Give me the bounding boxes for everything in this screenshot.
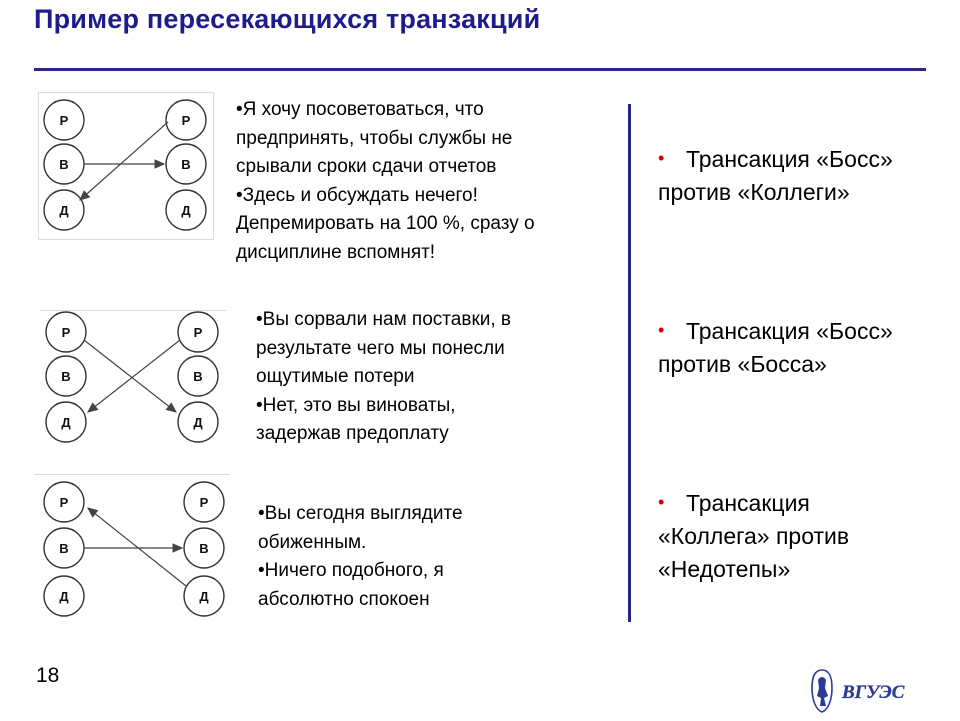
transaction-diagram-1: Р В Д Р В Д <box>38 92 214 240</box>
emblem-icon <box>811 669 833 713</box>
right-state-circle <box>177 401 219 443</box>
right-state-circle <box>183 527 225 569</box>
left-state-circle <box>45 355 87 397</box>
page-number: 18 <box>36 664 60 687</box>
left-state-circle <box>43 189 85 231</box>
right-state-circle <box>183 575 225 617</box>
transaction-diagram-3: Р В Д Р В Д <box>34 474 230 628</box>
dialog-line: обиженным. <box>258 531 367 553</box>
university-logo: ВГУЭС <box>808 666 926 716</box>
transaction-line: «Коллега» против <box>658 523 850 549</box>
dialog-line: •Ничего подобного, я <box>258 560 444 581</box>
state-label: Д <box>59 203 69 218</box>
transaction-line: Трансакция <box>686 490 810 516</box>
transaction-label-2: • Трансакция «Босс» против «Босса» <box>658 314 948 381</box>
logo-text: ВГУЭС <box>841 682 905 703</box>
dialog-1: •Я хочу посоветоваться, что предпринять,… <box>236 96 535 267</box>
transaction-line: против «Босса» <box>658 351 827 377</box>
left-state-circle <box>43 481 85 523</box>
dialog-line: ощутимые потери <box>256 366 415 387</box>
transaction-arrow <box>83 339 177 413</box>
dialog-line: результате чего мы понесли <box>256 337 505 359</box>
right-state-circle <box>165 143 207 185</box>
state-label: В <box>181 157 190 172</box>
bullet-icon: • <box>658 148 665 168</box>
title-underline <box>34 68 926 71</box>
right-state-circle <box>177 311 219 353</box>
state-label: В <box>199 541 208 556</box>
left-state-circle <box>43 575 85 617</box>
bullet-icon: • <box>658 492 665 512</box>
transaction-arrow <box>87 339 181 413</box>
transaction-arrow <box>87 507 187 587</box>
transaction-line: Трансакция «Босс» <box>686 146 893 172</box>
state-label: Д <box>61 415 71 430</box>
state-label: В <box>61 369 70 384</box>
state-label: В <box>193 369 202 384</box>
vertical-divider <box>628 104 631 622</box>
bullet-icon: • <box>658 320 665 340</box>
left-state-circle <box>45 401 87 443</box>
state-label: Р <box>60 495 69 510</box>
state-label: Д <box>199 589 209 604</box>
dialog-line: предпринять, чтобы службы не <box>236 127 513 149</box>
right-state-circle <box>183 481 225 523</box>
state-label: В <box>59 157 68 172</box>
transaction-label-3: • Трансакция «Коллега» против «Недотепы» <box>658 486 948 586</box>
dialog-2: •Вы сорвали нам поставки, в результате ч… <box>256 306 511 449</box>
dialog-3: •Вы сегодня выглядите обиженным. •Ничего… <box>258 500 463 614</box>
state-label: Р <box>182 113 191 128</box>
dialog-line: дисциплине вспомнят! <box>236 241 436 263</box>
page-title: Пример пересекающихся транзакций <box>34 4 541 34</box>
right-state-circle <box>165 189 207 231</box>
dialog-line: •Вы сегодня выглядите <box>258 503 463 524</box>
state-label: Р <box>200 495 209 510</box>
right-state-circle <box>177 355 219 397</box>
dialog-line: срывали сроки сдачи отчетов <box>236 156 497 177</box>
left-state-circle <box>45 311 87 353</box>
dialog-line: Депремировать на 100 %, сразу о <box>236 213 535 234</box>
transaction-line: против «Коллеги» <box>658 179 850 205</box>
state-label: Р <box>60 113 69 128</box>
dialog-line: абсолютно спокоен <box>258 588 430 610</box>
transaction-line: Трансакция «Босс» <box>686 318 893 344</box>
transaction-arrow <box>79 121 169 201</box>
dialog-line: •Вы сорвали нам поставки, в <box>256 309 512 330</box>
state-label: В <box>59 541 68 556</box>
state-label: Д <box>181 203 191 218</box>
state-label: Р <box>194 325 203 340</box>
right-state-circle <box>165 99 207 141</box>
transaction-diagram-2: Р В Д Р В Д <box>40 310 226 446</box>
dialog-line: задержав предоплату <box>256 423 449 444</box>
state-label: Д <box>59 589 69 604</box>
transaction-label-1: • Трансакция «Босс» против «Коллеги» <box>658 142 948 209</box>
transaction-line: «Недотепы» <box>658 556 791 582</box>
dialog-line: •Я хочу посоветоваться, что <box>236 99 484 120</box>
dialog-line: •Здесь и обсуждать нечего! <box>236 184 478 206</box>
dialog-line: •Нет, это вы виноваты, <box>256 394 456 416</box>
left-state-circle <box>43 99 85 141</box>
state-label: Д <box>193 415 203 430</box>
state-label: Р <box>62 325 71 340</box>
